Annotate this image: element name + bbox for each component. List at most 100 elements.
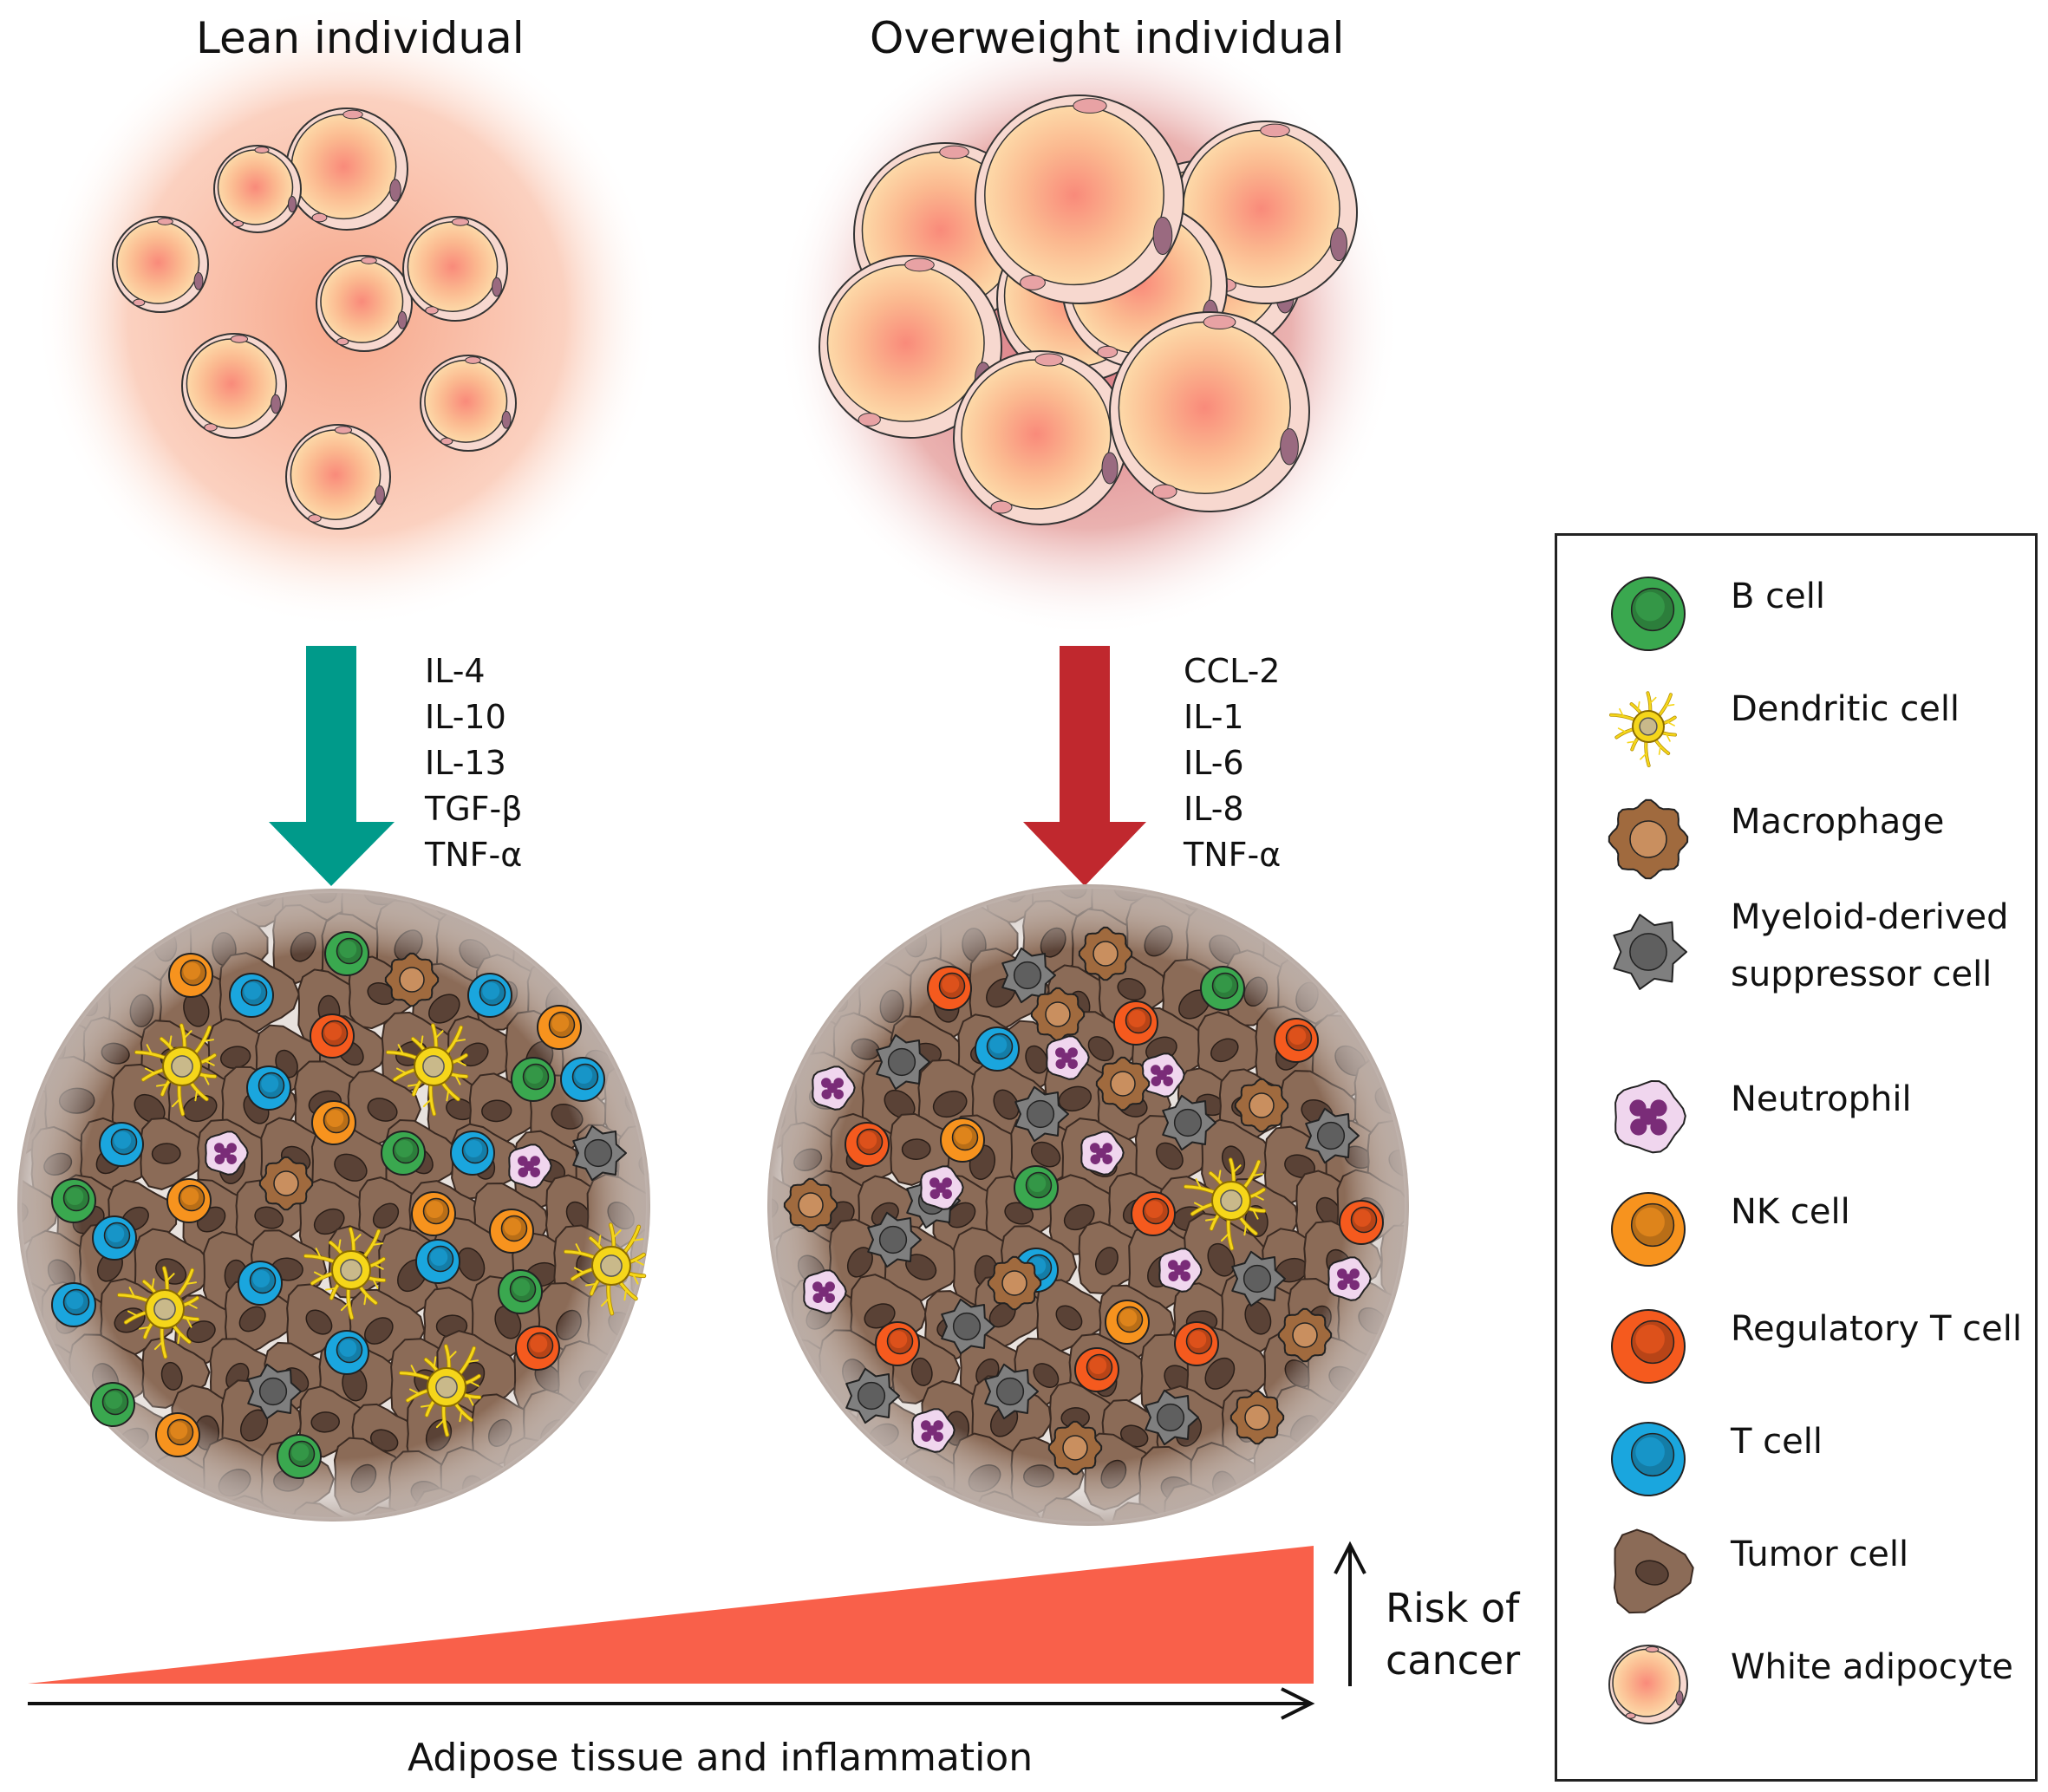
legend-label: T cell (1731, 1422, 1823, 1462)
risk-label: Risk of cancer (1386, 1582, 1520, 1686)
tumor-cell (601, 1505, 646, 1517)
dendritic-cell (564, 1222, 647, 1316)
tumor-cell (539, 1502, 611, 1517)
macrophage-cell (1229, 1390, 1285, 1445)
b-cell (498, 1269, 543, 1314)
regulatory-t-cell (1074, 1347, 1119, 1392)
dendritic-cell (117, 1266, 200, 1359)
mdsc-cell (1001, 947, 1056, 1004)
tumor-cell (602, 1383, 646, 1472)
neutrophil-cell (1080, 1131, 1125, 1176)
neutrophil-cell (1158, 1248, 1203, 1293)
mdsc-cell (867, 1211, 922, 1268)
tumor-cell (1345, 889, 1405, 923)
regulatory-t-cell-shape (1611, 1309, 1686, 1384)
dendritic-cell-icon (1609, 691, 1677, 767)
tumor-cell (853, 1489, 927, 1522)
nk-cell-icon (1611, 1192, 1686, 1267)
inflammation-wedge (28, 1546, 1314, 1684)
tumor-cell (79, 1447, 157, 1517)
lean-adipose-cluster (35, 4, 659, 629)
lean-tumor-tissue (17, 889, 650, 1522)
b-cell (324, 931, 369, 976)
adipocyte-cell (213, 145, 302, 233)
adipocyte-cell (1109, 311, 1310, 512)
mdsc-icon (1613, 914, 1687, 990)
axis-arrow-icon (28, 1687, 1315, 1720)
regulatory-t-cell (845, 1122, 890, 1167)
regulatory-t-cell (1339, 1200, 1384, 1245)
tumor-cell (800, 889, 871, 925)
dendritic-cell (303, 1227, 387, 1320)
legend-label: White adipocyte (1731, 1647, 2013, 1687)
cytokine-item: IL-6 (1184, 744, 1244, 782)
neutrophil-cell (205, 1131, 249, 1176)
tumor-cell (471, 1501, 542, 1517)
tumor-cell (571, 1446, 646, 1517)
b-cell (381, 1131, 426, 1176)
legend-label: Regulatory T cell (1731, 1309, 2022, 1349)
dendritic-cell (399, 1344, 482, 1437)
adipocyte-cell (953, 350, 1128, 525)
tumor-cell (22, 912, 89, 994)
tumor-cell (772, 1378, 813, 1460)
cytokine-item: IL-1 (1184, 698, 1244, 736)
tumor-cell-icon (1613, 1528, 1694, 1614)
cytokine-item: IL-4 (425, 652, 486, 690)
neutrophil-cell (1327, 1256, 1372, 1301)
cytokine-item: TGF-β (425, 790, 523, 828)
tumor-cell (103, 1493, 177, 1517)
tumor-cell (1321, 1442, 1402, 1522)
cytokine-item: TNF-α (1184, 836, 1282, 874)
tumor-cell (1361, 1439, 1405, 1522)
regulatory-t-cell (310, 1013, 355, 1059)
t-cell-shape (1611, 1422, 1686, 1496)
tumor-cell (1317, 895, 1392, 974)
cytokine-item: IL-10 (425, 698, 506, 736)
macrophage-cell (1234, 1078, 1289, 1133)
neutrophil-cell (920, 1165, 964, 1210)
mdsc-cell (572, 1124, 627, 1182)
neutrophil-cell (508, 1144, 552, 1189)
neutrophil-cell (911, 1408, 956, 1453)
cytokine-item: IL-13 (425, 744, 506, 782)
tumor-cell (1288, 889, 1360, 923)
nk-cell (166, 1178, 212, 1223)
t-cell (238, 1261, 283, 1306)
tumor-cell (863, 889, 937, 926)
t-cell (99, 1122, 144, 1167)
tumor-cell (611, 1443, 646, 1517)
regulatory-t-cell (1174, 1321, 1219, 1366)
overweight-title: Overweight individual (870, 13, 1345, 63)
neutrophil-icon (1614, 1079, 1686, 1154)
cytokine-item: TNF-α (425, 836, 523, 874)
tumor-cell (1375, 1337, 1405, 1411)
neutrophil-shape (1614, 1079, 1686, 1154)
tumor-cell (22, 1382, 63, 1464)
neutrophil-cell (812, 1065, 856, 1111)
mdsc-cell (984, 1363, 1039, 1420)
b-cell (511, 1057, 556, 1102)
tumor-cell (48, 1496, 121, 1517)
nk-cell (489, 1209, 534, 1254)
regulatory-t-cell-icon (1611, 1309, 1686, 1384)
dendritic-cell-shape (1609, 691, 1677, 767)
macrophage-cell (1095, 1056, 1151, 1111)
tumor-cell (26, 1438, 97, 1513)
overweight-adipose-cluster (776, 13, 1400, 637)
neutrophil-cell (1046, 1035, 1090, 1080)
mdsc-cell (1231, 1250, 1286, 1307)
b-cell (1014, 1165, 1059, 1210)
t-cell (324, 1330, 369, 1375)
legend-label: Tumor cell (1731, 1535, 1909, 1574)
macrophage-cell (1277, 1307, 1333, 1363)
nk-cell (940, 1118, 985, 1163)
t-cell (560, 1057, 605, 1102)
tumor-cell (772, 908, 839, 990)
b-cell (277, 1434, 322, 1479)
t-cell (450, 1131, 495, 1176)
nk-cell (411, 1191, 456, 1236)
